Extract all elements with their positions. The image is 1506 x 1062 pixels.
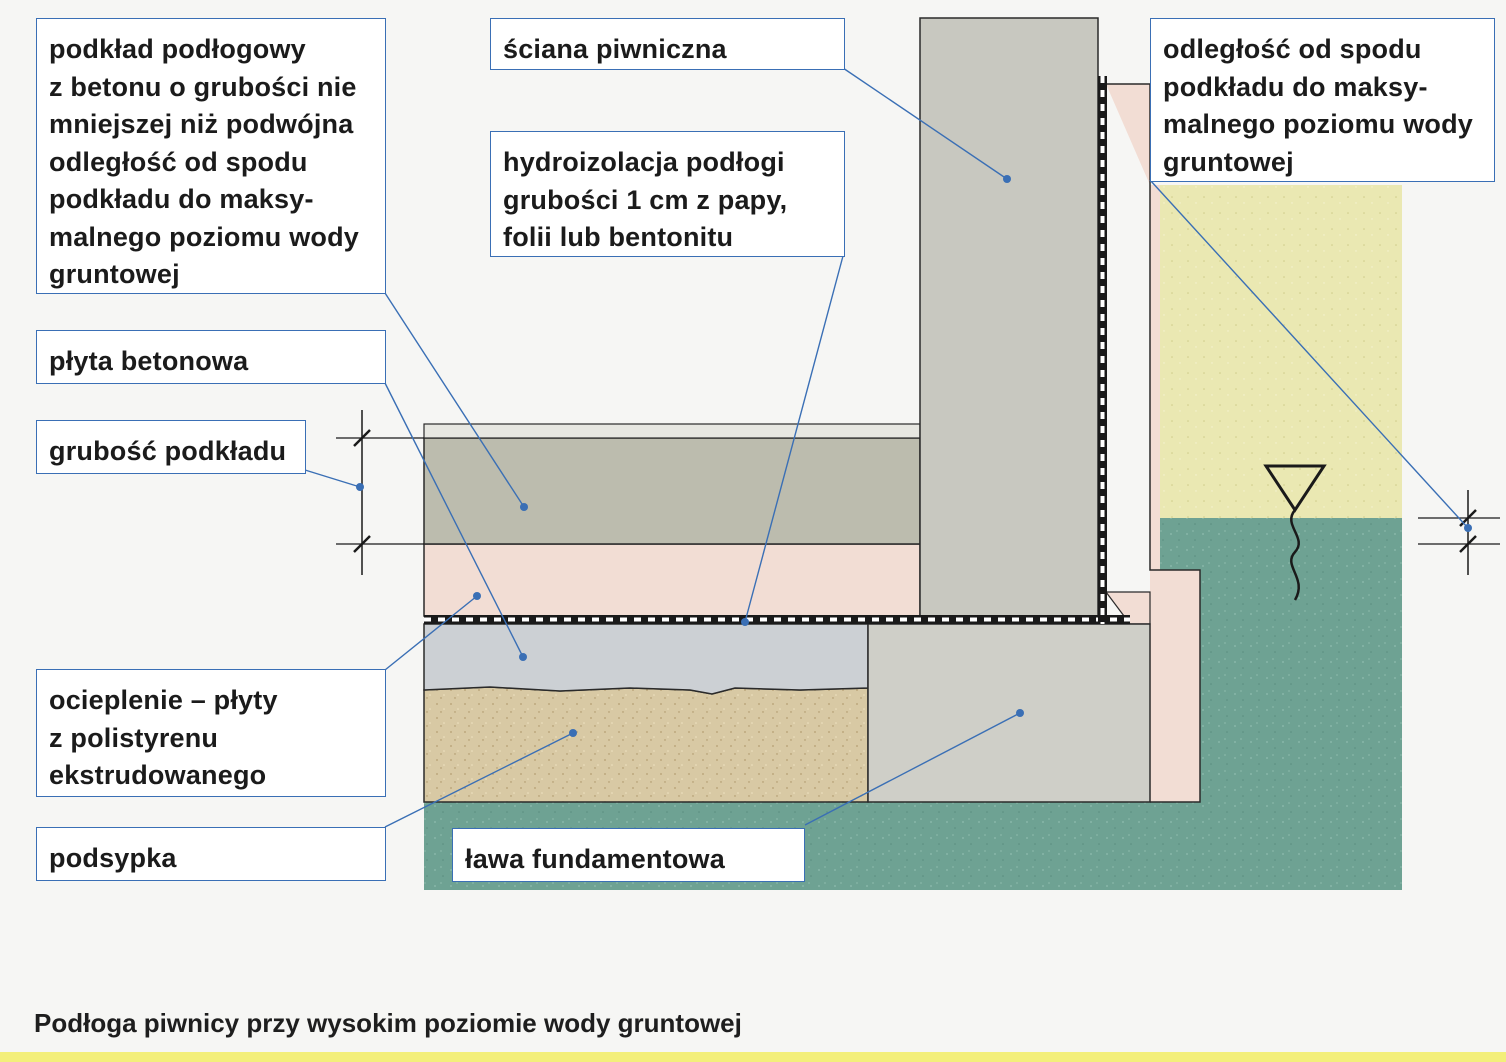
callout-subbase-thickness: grubość podkładu — [36, 420, 306, 474]
callout-line: płyta betonowa — [49, 346, 249, 376]
dimension-tick-icon — [353, 535, 371, 553]
callout-basement-wall: ściana piwniczna — [490, 18, 845, 70]
footing — [867, 623, 1151, 803]
callout-line: folii lub bentonitu — [503, 222, 734, 252]
callout-line: hydroizolacja podłogi — [503, 147, 785, 177]
callout-line: grubości 1 cm z papy, — [503, 184, 788, 215]
leader-insulation — [384, 595, 478, 671]
callout-line: podsypka — [49, 843, 177, 873]
soil-dry — [1150, 185, 1402, 518]
dimension-tick-icon — [353, 429, 371, 447]
callout-line: ława fundamentowa — [465, 844, 725, 874]
subbase-layer — [423, 623, 869, 695]
callout-line: mniejszej niż podwójna — [49, 109, 354, 139]
waterproofing-vertical-base — [1098, 76, 1107, 624]
fill-layer — [423, 686, 869, 803]
leader-waterproofing — [744, 255, 844, 623]
floor-finish — [423, 423, 921, 439]
callout-footing: ława fundamentowa — [452, 828, 805, 882]
figure-caption: Podłoga piwnicy przy wysokim poziomie wo… — [34, 1008, 742, 1038]
callout-line: ocieplenie – płyty — [49, 685, 278, 715]
dimension-tick-icon — [1459, 535, 1477, 553]
insulation-wall-outline — [1106, 83, 1201, 803]
leader-lines — [304, 67, 1469, 828]
callout-line: podkład podłogowy — [49, 34, 306, 64]
leader-dots — [356, 175, 1472, 737]
leader-concrete-slab — [384, 382, 524, 658]
callout-line: ekstrudowanego — [49, 760, 267, 790]
callout-line: odległość od spodu — [1163, 34, 1422, 64]
callout-line: malnego poziomu wody — [49, 221, 360, 252]
callout-fill: podsypka — [36, 827, 386, 881]
insulation-slab — [423, 543, 921, 617]
leader-water-distance — [1149, 179, 1469, 529]
basement-wall — [919, 17, 1099, 617]
callout-line: grubość podkładu — [49, 436, 287, 466]
callout-insulation: ocieplenie – płyty z polistyrenu ekstrud… — [36, 669, 386, 797]
callout-line: gruntowej — [1163, 146, 1294, 177]
callout-subbase: podkład podłogowy z betonu o grubości ni… — [36, 18, 386, 294]
callout-line: podkładu do maksy- — [1163, 71, 1428, 102]
callout-concrete-slab: płyta betonowa — [36, 330, 386, 384]
leader-basement-wall — [842, 67, 1008, 180]
page-bottom-strip — [0, 1052, 1506, 1062]
callout-line: podkładu do maksy- — [49, 184, 314, 214]
callout-line: ściana piwniczna — [503, 34, 727, 64]
leader-subbase-thickness — [304, 469, 361, 488]
callout-line: z betonu o grubości nie — [49, 71, 357, 102]
callout-line: gruntowej — [49, 259, 180, 289]
insulation-wall — [1106, 84, 1200, 802]
leader-subbase — [384, 292, 525, 508]
callout-line: malnego poziomu wody — [1163, 109, 1474, 139]
dimension-tick-icon — [1459, 509, 1477, 527]
callout-waterproofing: hydroizolacja podłogi grubości 1 cm z pa… — [490, 131, 845, 257]
water-level-triangle-icon — [1263, 464, 1327, 513]
callout-line: z polistyrenu — [49, 722, 219, 753]
leader-footing — [804, 712, 1021, 826]
leader-fill — [384, 732, 574, 828]
water-wave-icon — [1290, 509, 1300, 601]
callout-water-distance: odległość od spodu podkładu do maksy- ma… — [1150, 18, 1495, 182]
concrete-slab — [423, 437, 921, 545]
callout-line: odległość od spodu — [49, 146, 308, 177]
